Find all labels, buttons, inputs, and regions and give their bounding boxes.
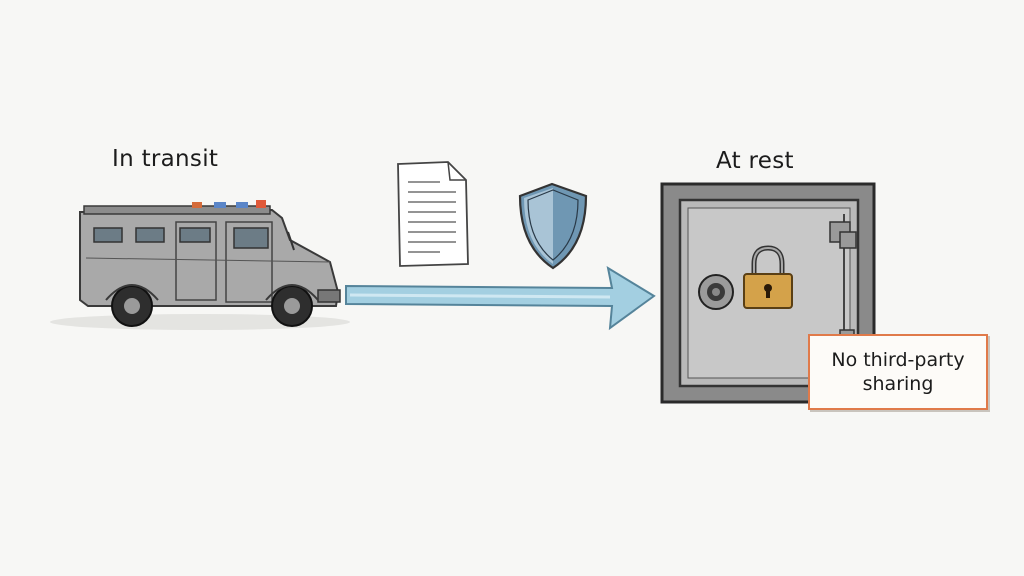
shield-icon — [518, 182, 588, 270]
safe-dial-icon — [698, 274, 734, 310]
armored-truck-icon — [50, 200, 350, 330]
arrow-right-icon — [345, 265, 656, 331]
note-line-2: sharing — [862, 373, 934, 395]
document-icon — [397, 161, 469, 267]
in-transit-label: In transit — [112, 146, 219, 172]
no-third-party-sharing-note: No third-party sharing — [808, 334, 988, 410]
padlock-icon — [743, 245, 793, 309]
at-rest-label: At rest — [716, 148, 794, 174]
note-line-1: No third-party — [831, 349, 965, 371]
